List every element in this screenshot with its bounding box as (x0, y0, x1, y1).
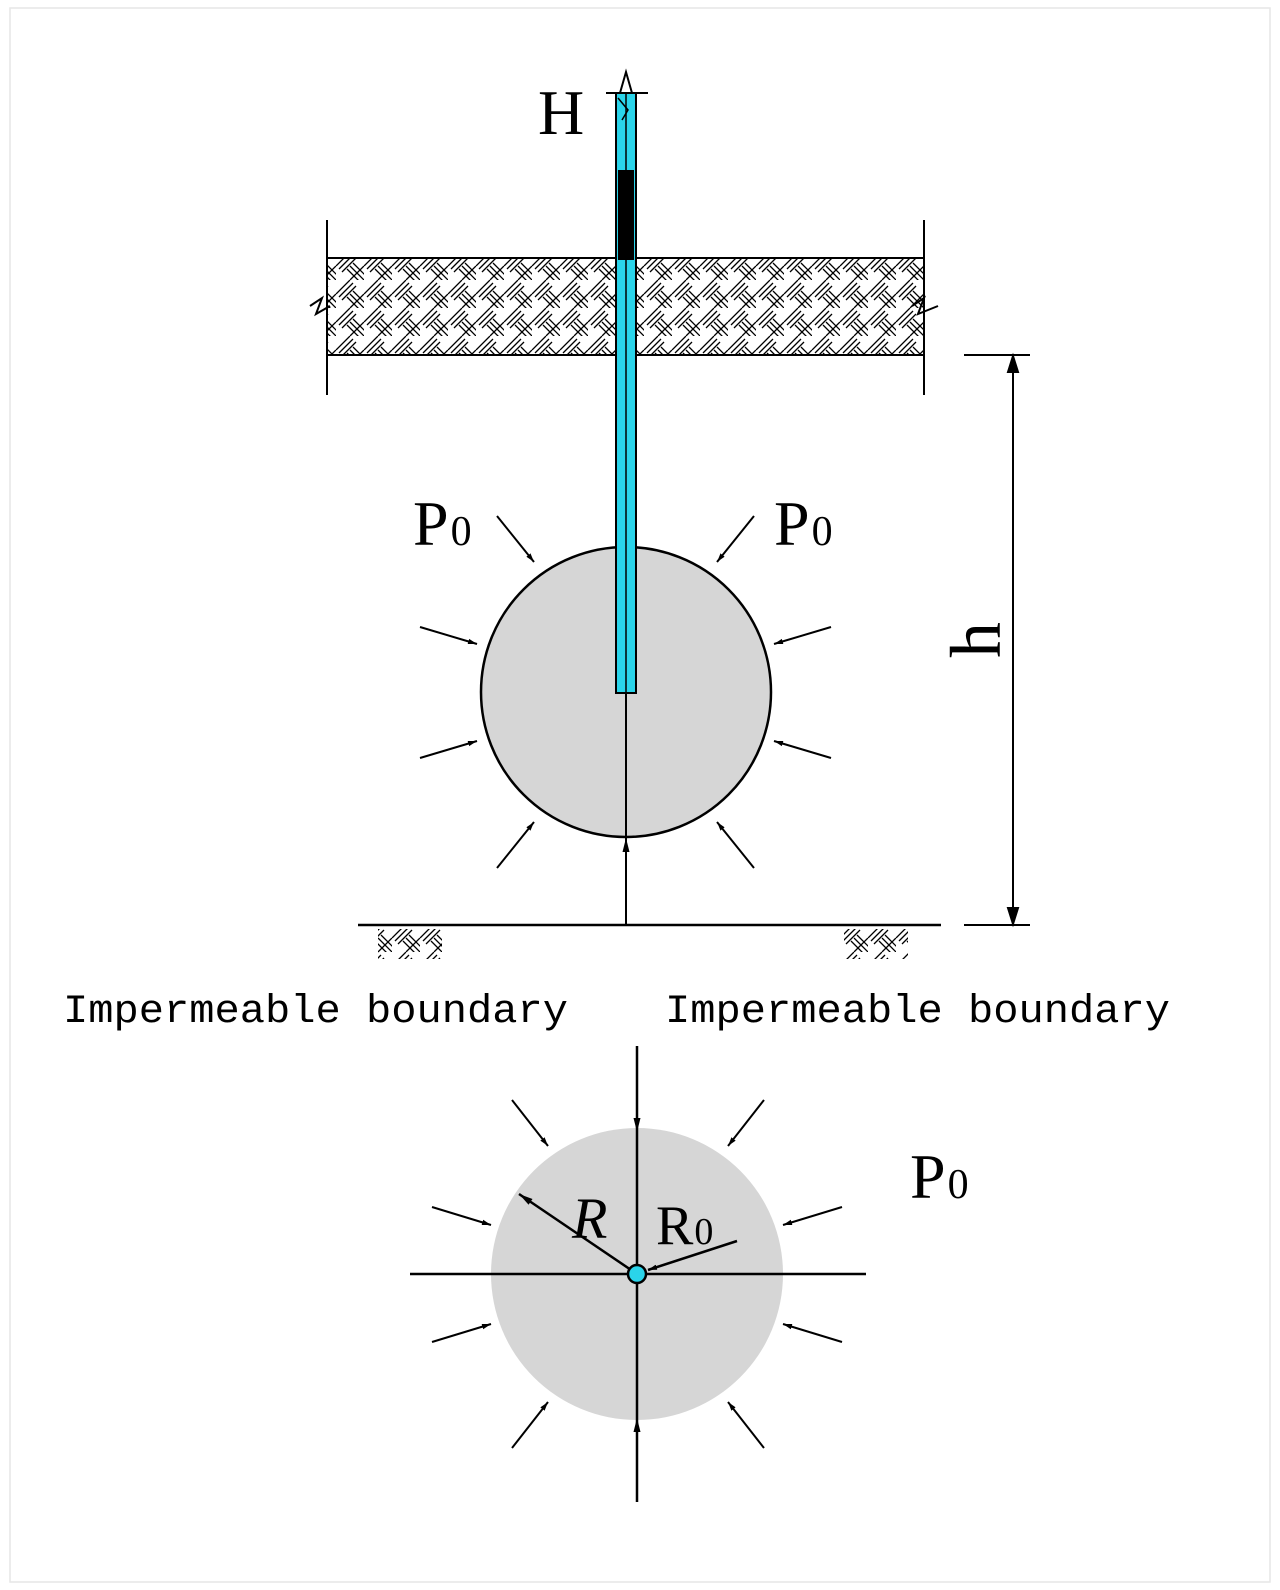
pressure-label-left: P0 (413, 488, 472, 559)
head-label: H (538, 77, 584, 148)
pressure-label-right: P0 (774, 488, 833, 559)
grout-pipe (606, 68, 648, 694)
pressure-label-plan: P0 (910, 1141, 969, 1212)
impermeable-boundary-line (358, 923, 941, 959)
height-dimension (964, 352, 1030, 928)
pressure-arrows-plan (431, 1099, 843, 1449)
frame-border (9, 7, 1271, 1583)
height-label: h (936, 622, 1016, 658)
radius-label: R (571, 1186, 607, 1251)
radius0-label: R0 (656, 1195, 713, 1257)
pressure-arrows-elevation (419, 515, 832, 869)
radius-lines (518, 1192, 738, 1276)
boundary-label-right: Impermeable boundary (665, 990, 1170, 1035)
plan-pipe-center (626, 1263, 648, 1285)
boundary-label-left: Impermeable boundary (63, 990, 568, 1035)
